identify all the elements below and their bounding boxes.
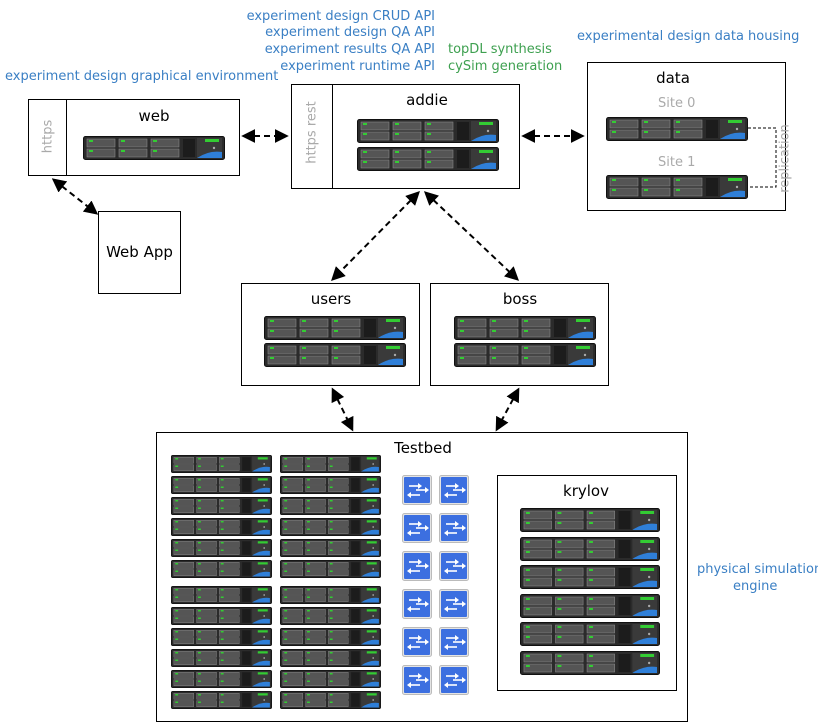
server-icon xyxy=(520,536,660,561)
server-icon xyxy=(520,622,660,646)
server-icon xyxy=(280,539,381,557)
server-icon xyxy=(280,649,381,667)
network-switch-icon xyxy=(439,589,469,623)
network-switch-icon xyxy=(402,551,432,585)
server-icon xyxy=(280,670,381,688)
server-icon xyxy=(280,518,381,536)
server-icon xyxy=(171,539,272,557)
cysim-label: cySim generation xyxy=(448,59,563,74)
server-icon xyxy=(171,607,272,625)
arrow-users-testbed xyxy=(331,387,354,432)
webapp-node: Web App xyxy=(98,211,181,294)
server-icon xyxy=(264,343,406,367)
server-icon xyxy=(280,586,381,604)
server-icon xyxy=(280,691,381,709)
arrow-boss-testbed xyxy=(495,387,520,432)
data-title: data xyxy=(656,69,690,87)
webapp-title: Web App xyxy=(106,243,173,261)
server-icon xyxy=(171,560,272,578)
topdl-label: topDL synthesis xyxy=(448,42,552,57)
server-icon xyxy=(280,476,381,494)
server-icon xyxy=(171,691,272,709)
server-icon xyxy=(280,497,381,515)
network-switch-icon xyxy=(402,665,432,699)
api-label-results-qa: experiment results QA API xyxy=(264,42,435,57)
web-env-label: experiment design graphical environment xyxy=(5,69,279,84)
server-icon xyxy=(171,455,272,473)
server-icon xyxy=(171,628,272,646)
network-switch-icon xyxy=(439,551,469,585)
server-icon xyxy=(280,628,381,646)
web-title: web xyxy=(138,107,170,125)
addie-title: addie xyxy=(406,91,448,109)
testbed-title: Testbed xyxy=(394,439,452,457)
arrow-addie-users xyxy=(331,191,420,281)
data-node: data Site 0 Site 1 xyxy=(587,62,793,211)
arrow-addie-boss xyxy=(423,191,520,281)
web-node: https web xyxy=(28,99,240,176)
server-icon xyxy=(171,518,272,536)
server-icon xyxy=(357,147,499,171)
server-icon xyxy=(520,650,660,675)
server-icon xyxy=(171,670,272,688)
testbed-node: Testbed krylov xyxy=(156,432,688,722)
server-icon xyxy=(280,455,381,473)
network-switch-icon xyxy=(439,627,469,661)
server-icon xyxy=(280,607,381,625)
server-icon xyxy=(357,119,499,143)
data-housing-label: experimental design data housing xyxy=(577,29,800,44)
server-icon xyxy=(264,316,406,340)
boss-title: boss xyxy=(502,290,538,308)
server-icon xyxy=(606,175,748,199)
physical-sim-label-2: engine xyxy=(733,579,778,594)
api-label-runtime: experiment runtime API xyxy=(280,59,435,74)
physical-sim-label-1: physical simulation xyxy=(697,562,818,577)
server-icon xyxy=(171,497,272,515)
server-icon xyxy=(171,586,272,604)
api-label-crud: experiment design CRUD API xyxy=(246,9,435,24)
api-label-design-qa: experiment design QA API xyxy=(265,25,435,40)
arrow-web-webapp xyxy=(51,178,99,215)
server-icon xyxy=(606,117,748,141)
network-switch-icon xyxy=(439,513,469,547)
server-icon xyxy=(83,136,225,160)
server-icon xyxy=(171,649,272,667)
network-switch-icon xyxy=(439,665,469,699)
network-switch-icon xyxy=(402,627,432,661)
server-icon xyxy=(280,560,381,578)
krylov-node: krylov xyxy=(497,475,677,691)
server-icon xyxy=(454,316,596,340)
server-icon xyxy=(454,343,596,367)
network-switch-icon xyxy=(402,513,432,547)
boss-node: boss xyxy=(430,283,609,386)
users-node: users xyxy=(241,283,420,386)
replication-bracket xyxy=(748,127,777,188)
network-switch-icon xyxy=(402,475,432,509)
server-icon xyxy=(171,476,272,494)
server-icon xyxy=(520,508,660,532)
addie-node: https rest addie xyxy=(291,84,520,189)
network-switch-icon xyxy=(402,589,432,623)
server-icon xyxy=(520,593,660,618)
network-switch-icon xyxy=(439,475,469,509)
site0-label: Site 0 xyxy=(658,96,696,111)
server-icon xyxy=(520,565,660,589)
site1-label: Site 1 xyxy=(658,155,696,170)
users-title: users xyxy=(310,290,352,308)
krylov-title: krylov xyxy=(563,482,609,500)
